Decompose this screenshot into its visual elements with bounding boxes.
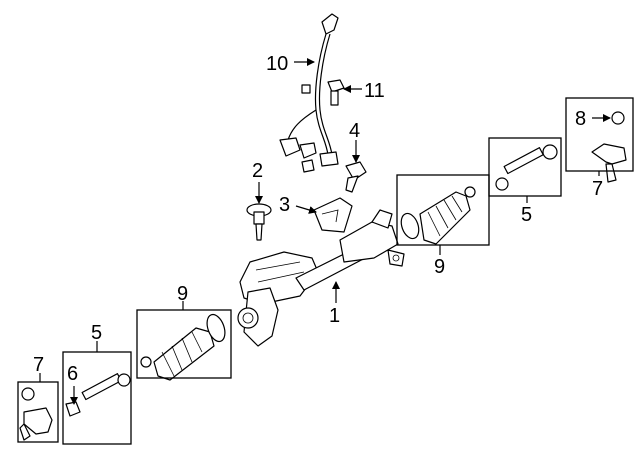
inner-tie-rod-right	[495, 144, 558, 191]
callout-7-left: 7	[33, 354, 44, 376]
callout-5-right: 5	[521, 204, 532, 226]
group-box-left-tie-rod-end	[17, 381, 59, 443]
callout-4: 4	[349, 120, 360, 142]
outer-tie-rod-end-left	[19, 387, 53, 441]
callout-3: 3	[279, 194, 290, 216]
steering-gear-assembly	[237, 209, 405, 347]
group-box-left-bellows	[136, 309, 232, 379]
callout-10: 10	[266, 53, 288, 75]
callout-2: 2	[252, 160, 263, 182]
callout-5-left: 5	[91, 322, 102, 344]
mount-bracket-3	[313, 197, 353, 233]
callout-6: 6	[67, 363, 78, 385]
group-box-right-tie-rod	[488, 137, 562, 197]
inner-tie-rod-left	[65, 373, 131, 417]
callout-11: 11	[364, 80, 385, 102]
wiring-harness	[279, 13, 339, 173]
nut-4	[345, 161, 367, 193]
bellows-boot-right	[400, 186, 476, 245]
outer-tie-rod-end-right	[591, 111, 627, 183]
callout-1: 1	[329, 305, 340, 327]
callout-9-left: 9	[177, 283, 188, 305]
group-box-right-bellows	[396, 174, 490, 246]
callout-8: 8	[575, 108, 586, 130]
callout-9-right: 9	[434, 256, 445, 278]
bolt-11	[327, 79, 345, 106]
callout-7-right: 7	[592, 178, 603, 200]
bolt-2	[246, 203, 272, 241]
leader-lines	[39, 58, 611, 405]
bellows-boot-left	[140, 313, 226, 381]
